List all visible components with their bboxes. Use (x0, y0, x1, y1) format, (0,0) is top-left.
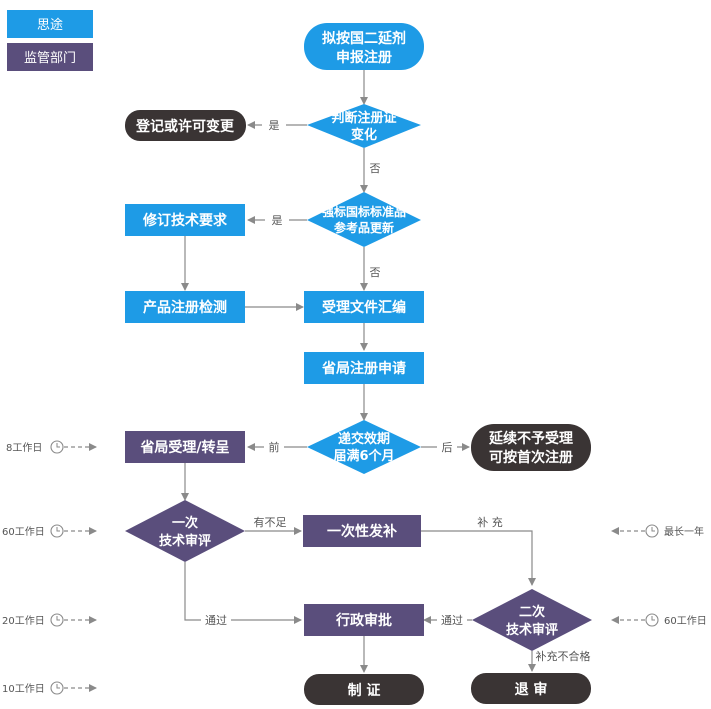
label-yes-1: 是 (269, 119, 280, 132)
timing-right: 最长一年 60工作日 (611, 524, 707, 627)
label-no-2: 否 (370, 266, 381, 279)
node-one-time-supplement: 一次性发补 (303, 515, 421, 547)
label-after: 后 (442, 441, 453, 454)
timing-20-days: 20工作日 (2, 613, 97, 627)
timing-10-days: 10工作日 (2, 681, 97, 695)
node-tech-review-2-line2: 技术审评 (506, 622, 558, 638)
node-issue-certificate: 制 证 (304, 674, 424, 705)
edge-supp-review2 (421, 530, 536, 586)
legend-siton-label: 思途 (37, 17, 63, 33)
node-tech-review-2: 二次 技术审评 (472, 589, 592, 651)
legend-regulator-swatch (7, 43, 93, 71)
label-supplement: 补 充 (477, 515, 503, 529)
node-judge-change-line2: 变化 (351, 127, 377, 143)
timing-10-days-label: 10工作日 (2, 683, 45, 695)
node-judge-standard-line1: 强标国标标准品 (322, 204, 406, 219)
label-before: 前 (269, 440, 280, 454)
clock-icon (50, 440, 64, 454)
label-pass-1: 通过 (205, 614, 227, 627)
legend: 思途 监管部门 (7, 10, 93, 71)
node-admin-approval: 行政审批 (304, 604, 424, 636)
node-tech-review-2-line1: 二次 (519, 604, 545, 620)
timing-8-days-label: 8工作日 (6, 442, 42, 454)
timing-60-days: 60工作日 (2, 524, 97, 538)
edge-review1-approval (184, 562, 302, 624)
label-yes-2: 是 (272, 214, 283, 227)
node-judge-change-line1: 判断注册证 (331, 110, 396, 126)
node-return-review: 退 审 (471, 673, 591, 704)
node-product-test-label: 产品注册检测 (143, 299, 227, 316)
node-judge-standard: 强标国标标准品 参考品更新 (307, 192, 421, 247)
node-change-registration: 登记或许可变更 (125, 110, 246, 141)
node-collect-docs-label: 受理文件汇编 (322, 299, 406, 316)
node-judge-submit-line1: 递交效期 (338, 431, 390, 447)
node-revise-requirements: 修订技术要求 (125, 204, 245, 236)
node-start-line1: 拟按国二延剂 (322, 30, 406, 47)
node-provincial-accept-label: 省局受理/转呈 (139, 439, 229, 456)
timing-60-days-label: 60工作日 (2, 526, 45, 538)
node-start-line2: 申报注册 (336, 49, 392, 66)
timing-60-days-right: 60工作日 (611, 613, 707, 627)
node-change-registration-label: 登记或许可变更 (135, 118, 235, 135)
label-pass-2: 通过 (441, 614, 463, 627)
clock-icon (645, 524, 659, 538)
timing-20-days-label: 20工作日 (2, 615, 45, 627)
nodes: 拟按国二延剂 申报注册 判断注册证 变化 登记或许可变更 强标国标标准品 参考品… (125, 23, 592, 705)
clock-icon (50, 524, 64, 538)
clock-icon (50, 613, 64, 627)
clock-icon (50, 681, 64, 695)
node-issue-certificate-label: 制 证 (348, 682, 381, 699)
node-reject-extension: 延续不予受理 可按首次注册 (471, 424, 591, 471)
node-collect-docs: 受理文件汇编 (304, 291, 424, 323)
node-revise-requirements-label: 修订技术要求 (142, 212, 228, 229)
connectors (181, 70, 536, 673)
edge-labels: 是 否 是 否 前 后 有不足 补 充 通过 通过 补充不合格 (201, 117, 591, 663)
timing-max-one-year-label: 最长一年 (664, 525, 704, 538)
node-tech-review-1-line1: 一次 (172, 515, 198, 531)
legend-siton-swatch (7, 10, 93, 38)
node-tech-review-1: 一次 技术审评 (125, 500, 245, 562)
label-insufficient: 有不足 (254, 515, 287, 529)
node-judge-submit: 递交效期 届满6个月 (307, 420, 421, 474)
legend-regulator-label: 监管部门 (24, 51, 76, 66)
timing-60-days-right-label: 60工作日 (664, 615, 707, 627)
node-judge-change: 判断注册证 变化 (307, 104, 421, 148)
node-judge-submit-line2: 届满6个月 (333, 448, 394, 464)
node-provincial-apply-label: 省局注册申请 (321, 360, 406, 377)
node-provincial-accept: 省局受理/转呈 (125, 431, 245, 463)
node-provincial-apply: 省局注册申请 (304, 352, 424, 384)
node-one-time-supplement-label: 一次性发补 (327, 523, 397, 540)
node-judge-standard-line2: 参考品更新 (334, 220, 394, 235)
node-return-review-label: 退 审 (515, 681, 548, 698)
node-reject-extension-line1: 延续不予受理 (488, 430, 573, 447)
node-start: 拟按国二延剂 申报注册 (304, 23, 424, 70)
node-admin-approval-label: 行政审批 (335, 612, 392, 629)
label-supp-fail: 补充不合格 (536, 649, 591, 663)
node-tech-review-1-line2: 技术审评 (159, 533, 211, 549)
node-product-test: 产品注册检测 (125, 291, 245, 323)
clock-icon (645, 613, 659, 627)
timing-max-one-year: 最长一年 (611, 524, 704, 538)
node-reject-extension-line2: 可按首次注册 (489, 449, 573, 466)
label-no-1: 否 (370, 162, 381, 175)
timing-left: 8工作日 60工作日 20工作日 10工作日 (2, 440, 97, 695)
timing-8-days: 8工作日 (6, 440, 97, 454)
